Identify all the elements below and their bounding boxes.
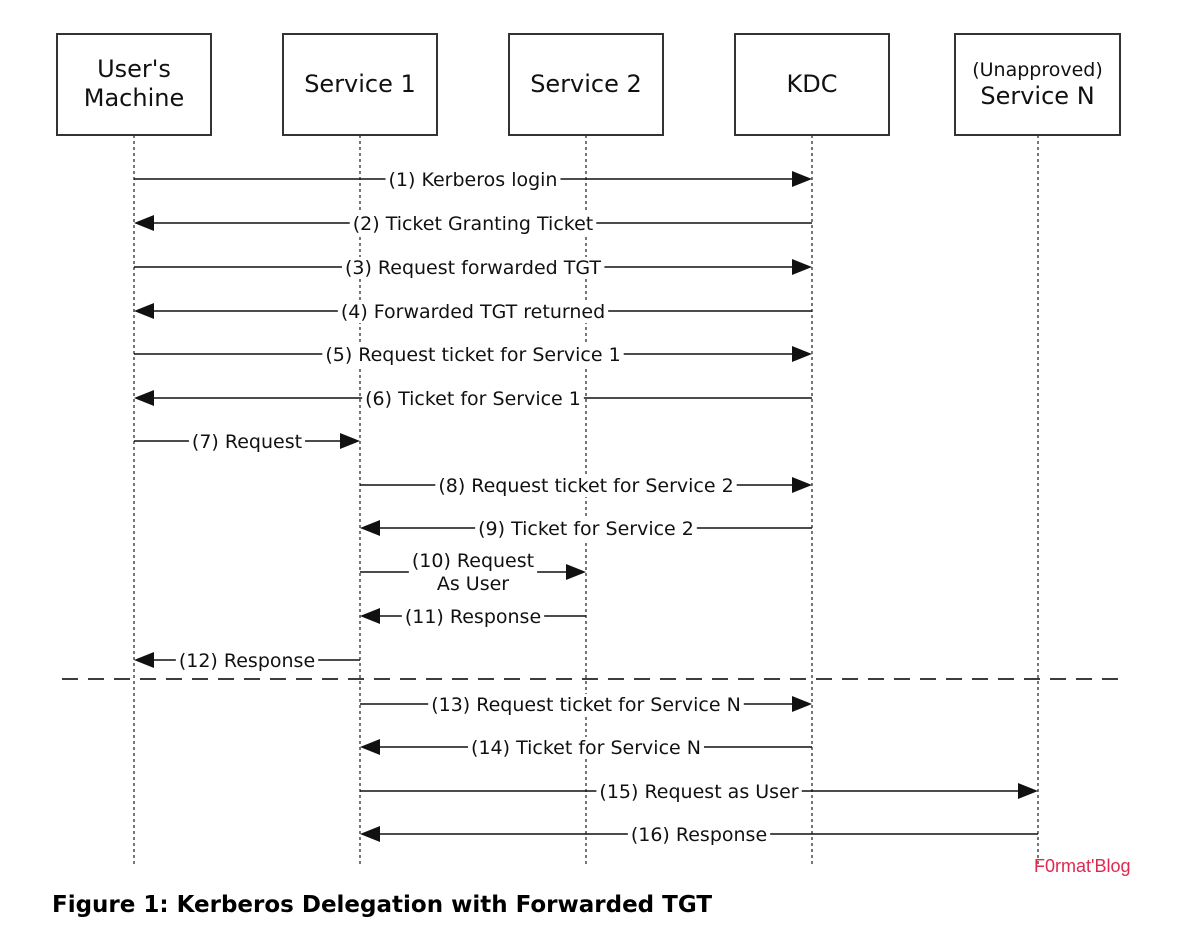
participant-box-sn: [954, 33, 1121, 136]
label-background: [596, 781, 802, 803]
label-background: [428, 694, 744, 716]
participant-box-kdc: [734, 33, 890, 136]
message-9: (9) Ticket for Service 2: [360, 518, 812, 540]
message-label-line1: (10) Request: [412, 550, 534, 572]
message-label: (12) Response: [179, 650, 315, 672]
message-label: (4) Forwarded TGT returned: [341, 301, 605, 323]
message-13: (13) Request ticket for Service N: [360, 694, 812, 716]
arrowhead: [134, 652, 154, 668]
label-background: [337, 301, 609, 323]
label-background: [385, 169, 561, 191]
arrowhead: [360, 608, 380, 624]
message-label-line2: As User: [437, 573, 509, 595]
participant-label-sn-line1: (Unapproved): [972, 59, 1103, 81]
message-6: (6) Ticket for Service 1: [134, 388, 812, 410]
arrowhead: [134, 215, 154, 231]
message-12: (12) Response: [134, 650, 360, 672]
arrowhead: [1018, 783, 1038, 799]
message-label: (7) Request: [192, 431, 302, 453]
label-background: [362, 388, 584, 410]
participant-box-s1: [282, 33, 438, 136]
label-background: [401, 606, 545, 628]
message-label: (16) Response: [631, 824, 767, 846]
participant-box-user: [56, 33, 212, 136]
message-label: (15) Request as User: [599, 781, 798, 803]
label-background: [435, 475, 737, 497]
participant-label-kdc: KDC: [787, 70, 838, 98]
message-4: (4) Forwarded TGT returned: [134, 301, 812, 323]
participant-label-s1: Service 1: [304, 70, 416, 98]
arrowhead: [340, 433, 360, 449]
label-background: [475, 518, 697, 540]
message-14: (14) Ticket for Service N: [360, 737, 812, 759]
message-3: (3) Request forwarded TGT: [134, 257, 812, 279]
message-label: (11) Response: [405, 606, 541, 628]
message-label: (2) Ticket Granting Ticket: [353, 213, 594, 235]
message-label: (5) Request ticket for Service 1: [325, 344, 620, 366]
label-background: [627, 824, 771, 846]
figure-caption: Figure 1: Kerberos Delegation with Forwa…: [52, 892, 713, 918]
label-background: [188, 431, 306, 453]
label-background: [349, 213, 597, 235]
arrowhead: [792, 696, 812, 712]
watermark: F0rmat'Blog: [1034, 856, 1131, 876]
message-11: (11) Response: [360, 606, 586, 628]
label-background: [322, 344, 624, 366]
label-background: [468, 737, 704, 759]
message-2: (2) Ticket Granting Ticket: [134, 213, 812, 235]
message-15: (15) Request as User: [360, 781, 1038, 803]
arrowhead: [134, 303, 154, 319]
label-background: [341, 257, 605, 279]
participant-label-user-line1: User's: [97, 55, 171, 83]
label-background: [175, 650, 319, 672]
message-label: (1) Kerberos login: [389, 169, 558, 191]
arrowhead: [792, 346, 812, 362]
message-label: (8) Request ticket for Service 2: [438, 475, 733, 497]
message-label: (14) Ticket for Service N: [471, 737, 701, 759]
participant-label-user-line2: Machine: [84, 84, 184, 112]
message-label: (9) Ticket for Service 2: [478, 518, 694, 540]
message-8: (8) Request ticket for Service 2: [360, 475, 812, 497]
arrowhead: [792, 259, 812, 275]
arrowhead: [360, 520, 380, 536]
message-label: (6) Ticket for Service 1: [365, 388, 581, 410]
participant-label-sn-line2: Service N: [980, 82, 1094, 110]
message-label: (3) Request forwarded TGT: [345, 257, 601, 279]
message-5: (5) Request ticket for Service 1: [134, 344, 812, 366]
arrowhead: [792, 477, 812, 493]
message-label: (13) Request ticket for Service N: [431, 694, 741, 716]
arrowhead: [360, 826, 380, 842]
participant-box-s2: [508, 33, 664, 136]
arrowhead: [792, 171, 812, 187]
arrowhead: [360, 739, 380, 755]
arrowhead: [134, 390, 154, 406]
label-background: [408, 550, 538, 595]
message-1: (1) Kerberos login: [134, 169, 812, 191]
arrowhead: [566, 564, 586, 580]
message-16: (16) Response: [360, 824, 1038, 846]
message-7: (7) Request: [134, 431, 360, 453]
participant-label-s2: Service 2: [530, 70, 642, 98]
messages: (1) Kerberos login (2) Ticket Granting Ti…: [134, 169, 1038, 846]
